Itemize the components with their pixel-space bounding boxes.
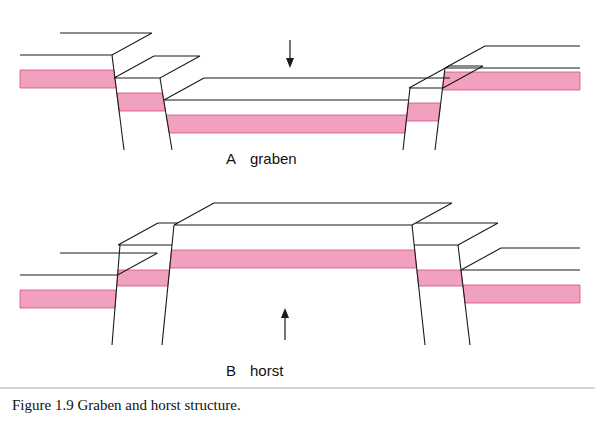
movement-arrows xyxy=(281,40,294,340)
panel-letter: B xyxy=(226,362,236,380)
structure-name: graben xyxy=(250,150,297,168)
caption-rule xyxy=(0,388,595,389)
block-outlines xyxy=(20,33,580,345)
figure-caption: Figure 1.9 Graben and horst structure. xyxy=(12,396,241,414)
strata-bands xyxy=(20,70,580,308)
panel-letter: A xyxy=(226,150,236,168)
structure-name: horst xyxy=(250,362,283,380)
